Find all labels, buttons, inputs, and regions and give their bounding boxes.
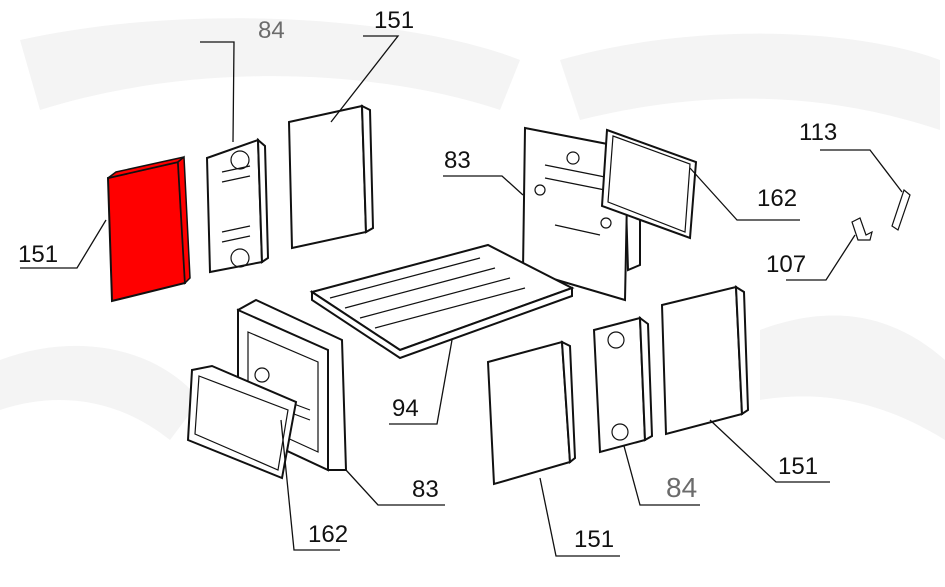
callout-label: 113: [799, 119, 837, 146]
callout-label: 151: [778, 453, 818, 480]
part-162-lower: [186, 364, 298, 480]
leader-lines: [20, 35, 903, 557]
callout-labels: 151 151 84 83 162 113 107 94 83 162 151 …: [18, 7, 837, 553]
callout-label: 84: [666, 472, 697, 503]
highlighted-part-151[interactable]: [106, 155, 191, 303]
part-94-tray: [309, 243, 575, 360]
callout-label: 107: [766, 251, 806, 278]
part-107-clip: [851, 217, 873, 241]
part-151-bottom-right: [660, 285, 750, 436]
callout-label: 84: [258, 17, 285, 44]
part-83-lower: [236, 298, 348, 472]
part-151-bottom: [486, 340, 577, 486]
part-84-top: [205, 137, 270, 274]
callout-label: 151: [574, 526, 614, 553]
part-162-upper: [600, 128, 698, 240]
part-84-bottom: [592, 315, 654, 454]
callout-label: 162: [308, 521, 348, 548]
callout-label: 151: [374, 7, 414, 34]
callout-label: 94: [392, 395, 419, 422]
part-113-clip: [891, 188, 911, 231]
callout-label: 162: [757, 185, 797, 212]
callout-label: 83: [412, 476, 439, 503]
callout-label: 151: [18, 241, 58, 268]
background-watermark: [0, 18, 945, 440]
callout-label: 83: [444, 147, 471, 174]
part-151-top: [287, 104, 375, 250]
